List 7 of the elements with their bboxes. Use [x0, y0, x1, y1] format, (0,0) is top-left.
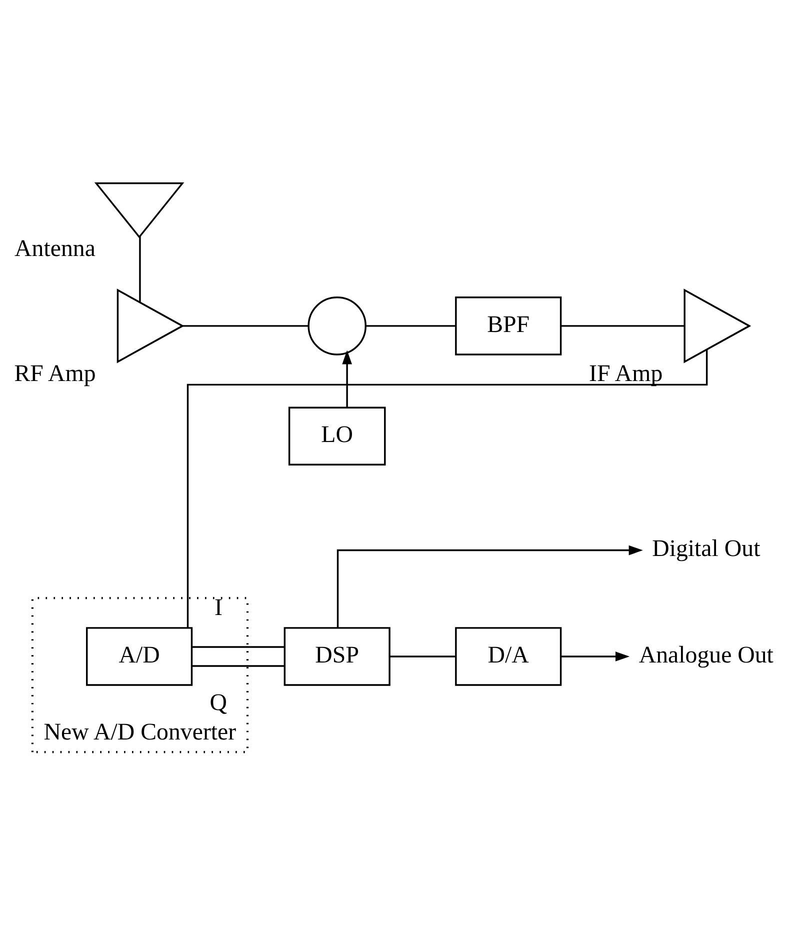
- node-label: RF Amp: [14, 360, 96, 387]
- node-label: IF Amp: [589, 360, 663, 387]
- node-text: Analogue Out: [638, 642, 774, 668]
- edge-label: I: [214, 594, 222, 621]
- node-text: Digital Out: [652, 536, 760, 562]
- node-label: Antenna: [14, 236, 96, 262]
- edge-label: Q: [210, 690, 228, 716]
